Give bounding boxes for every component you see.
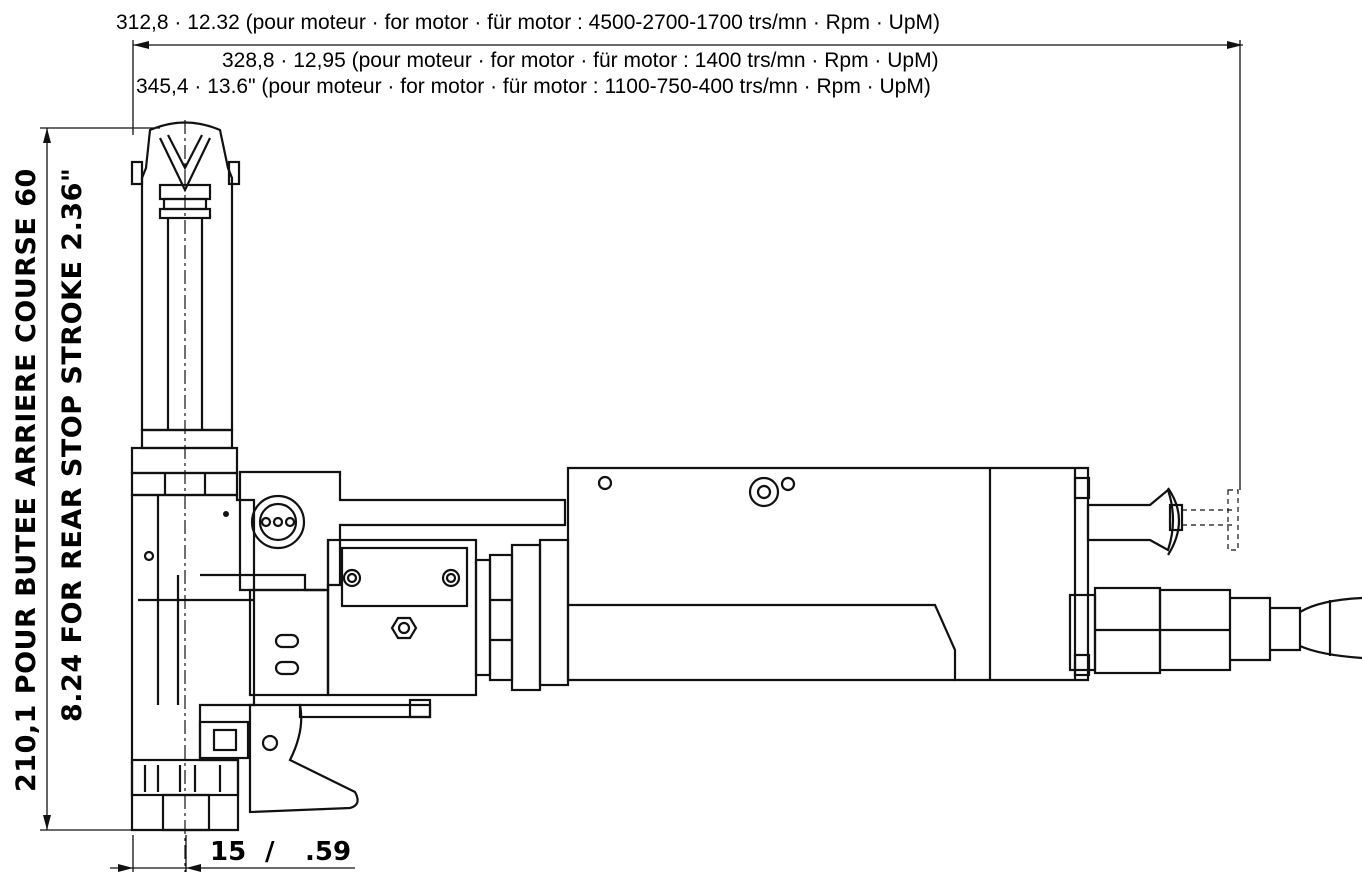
motor-body	[566, 466, 1091, 682]
height-dimension-lines	[40, 127, 160, 831]
offset-dimension-inch: .59	[305, 837, 352, 867]
side-housing	[238, 470, 567, 697]
transmission	[474, 538, 570, 692]
rear-stop	[1086, 487, 1239, 556]
length-dimension-motor-b: 328,8 · 12,95 (pour moteur · for motor ·…	[222, 49, 939, 72]
trigger-lever	[198, 698, 432, 814]
height-dimension-line1: 210,1 POUR BUTEE ARRIERE COURSE 60	[11, 168, 42, 792]
offset-dimension-lines	[110, 835, 355, 872]
offset-dimension-value: 15	[210, 837, 247, 867]
length-dimension-lines	[132, 40, 1243, 490]
length-dimension-motor-a: 312,8 · 12.32 (pour moteur · for motor ·…	[116, 11, 940, 34]
air-inlet	[1068, 586, 1362, 675]
height-dimension-line2: 8.24 FOR REAR STOP STROKE 2.36"	[57, 167, 88, 723]
length-dimension-motor-c: 345,4 · 13.6" (pour moteur · for motor ·…	[136, 75, 931, 98]
motor-plate	[326, 538, 478, 697]
offset-dimension-separator: /	[265, 837, 275, 867]
